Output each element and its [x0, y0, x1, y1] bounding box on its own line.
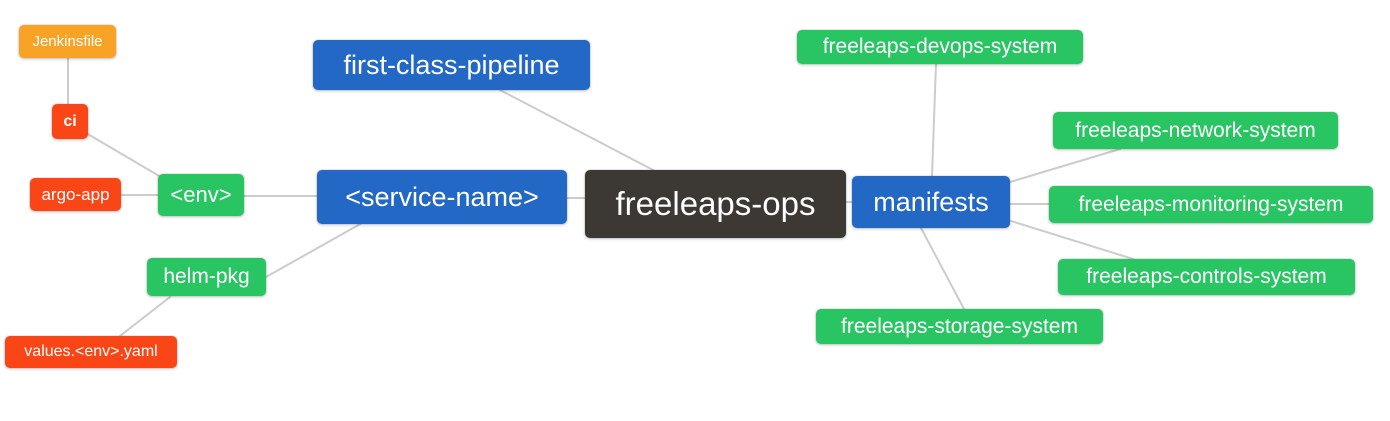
node-ci[interactable]: ci: [52, 104, 88, 139]
node-manifests-label: manifests: [873, 186, 989, 217]
node-helm-pkg[interactable]: helm-pkg: [147, 258, 266, 296]
node-first-class-pipeline[interactable]: first-class-pipeline: [313, 40, 590, 90]
edge-pipeline-root: [499, 89, 656, 172]
node-freeleaps-storage-system[interactable]: freeleaps-storage-system: [816, 309, 1103, 344]
edge-manifests-network: [1009, 148, 1121, 183]
edge-ci-env: [85, 132, 167, 181]
edge-values-helmpkg: [119, 296, 171, 337]
node-freeleaps-controls-system-label: freeleaps-controls-system: [1086, 265, 1327, 288]
edge-manifests-controls: [1010, 220, 1134, 260]
node-service-name[interactable]: <service-name>: [317, 170, 567, 224]
node-freeleaps-monitoring-system[interactable]: freeleaps-monitoring-system: [1049, 186, 1373, 223]
node-argo-app[interactable]: argo-app: [30, 178, 121, 211]
node-jenkinsfile[interactable]: Jenkinsfile: [19, 25, 116, 58]
node-ci-label: ci: [63, 112, 77, 130]
node-freeleaps-ops-root[interactable]: freeleaps-ops: [585, 170, 846, 238]
node-freeleaps-devops-system[interactable]: freeleaps-devops-system: [797, 30, 1083, 64]
node-jenkinsfile-label: Jenkinsfile: [32, 33, 103, 50]
node-values-env-yaml-label: values.<env>.yaml: [24, 343, 158, 360]
node-env-label: <env>: [170, 182, 232, 207]
node-freeleaps-controls-system[interactable]: freeleaps-controls-system: [1058, 259, 1355, 295]
node-manifests[interactable]: manifests: [852, 176, 1010, 228]
node-freeleaps-storage-system-label: freeleaps-storage-system: [841, 314, 1078, 338]
node-freeleaps-devops-system-label: freeleaps-devops-system: [822, 35, 1058, 58]
node-values-env-yaml[interactable]: values.<env>.yaml: [5, 336, 177, 368]
node-helm-pkg-label: helm-pkg: [163, 265, 250, 288]
node-freeleaps-network-system[interactable]: freeleaps-network-system: [1053, 112, 1338, 149]
edge-manifests-devops: [931, 63, 937, 177]
edge-manifests-storage: [920, 227, 965, 310]
node-first-class-pipeline-label: first-class-pipeline: [343, 49, 560, 80]
node-argo-app-label: argo-app: [41, 184, 110, 204]
edge-helmpkg-servicename: [265, 222, 363, 278]
node-freeleaps-ops-label: freeleaps-ops: [615, 185, 816, 222]
node-freeleaps-monitoring-system-label: freeleaps-monitoring-system: [1078, 192, 1344, 216]
node-service-name-label: <service-name>: [345, 181, 539, 212]
node-freeleaps-network-system-label: freeleaps-network-system: [1075, 118, 1316, 142]
node-env[interactable]: <env>: [158, 174, 244, 216]
